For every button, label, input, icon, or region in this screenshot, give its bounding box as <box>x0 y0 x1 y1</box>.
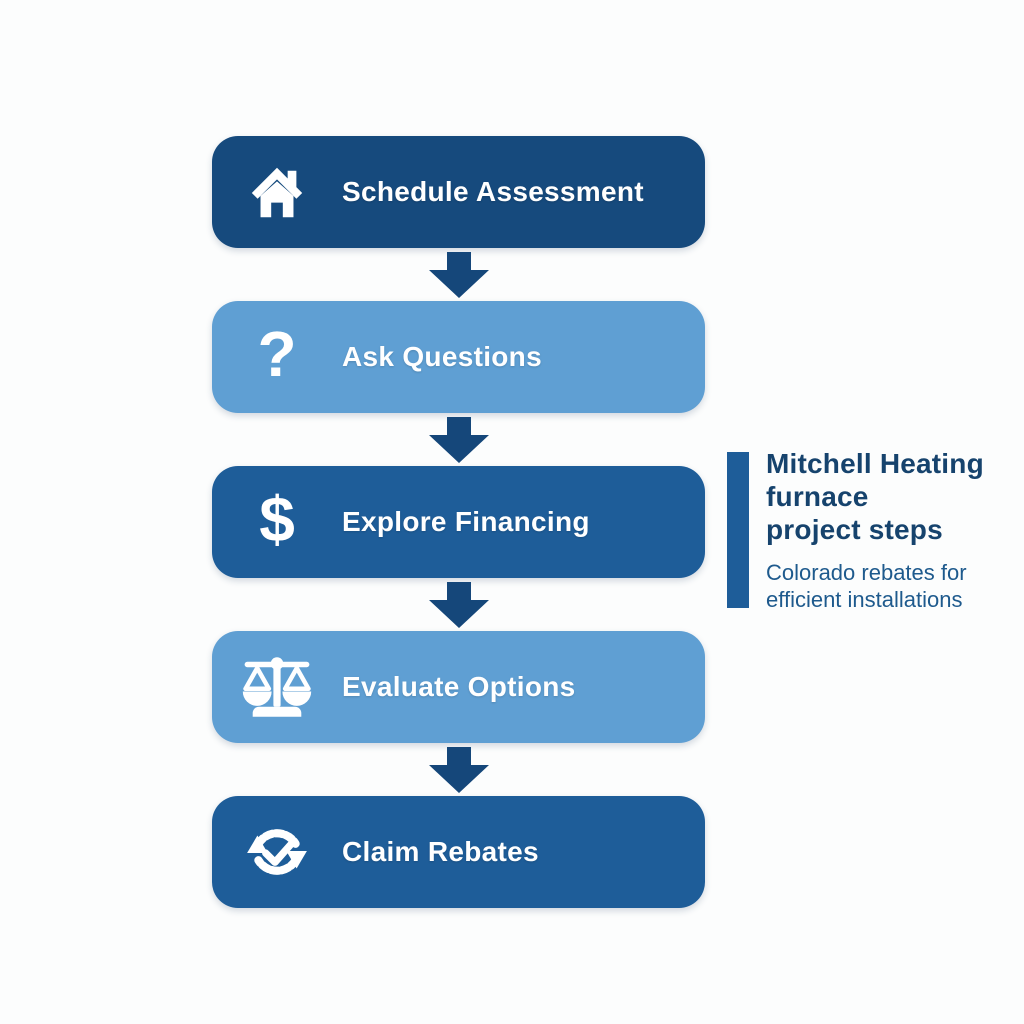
step-evaluate-options: Evaluate Options <box>212 631 705 743</box>
step-explore-financing: $ Explore Financing <box>212 466 705 578</box>
step-label: Ask Questions <box>342 341 542 372</box>
step-label: Claim Rebates <box>342 836 539 867</box>
down-arrow <box>427 743 491 796</box>
legend-accent-bar <box>727 452 749 608</box>
down-arrow <box>427 413 491 466</box>
scales-icon <box>234 637 320 737</box>
down-arrow <box>427 578 491 631</box>
legend-subtitle: Colorado rebates for efficient installat… <box>766 560 967 612</box>
question-mark-icon: ? <box>257 318 297 390</box>
step-schedule-assessment: Schedule Assessment <box>212 136 705 248</box>
step-ask-questions: ? Ask Questions <box>212 301 705 413</box>
process-flow: Schedule Assessment ? Ask Questions $ Ex… <box>212 136 705 908</box>
house-icon <box>234 142 320 242</box>
legend-title: Mitchell Heating furnace project steps <box>766 448 984 545</box>
step-claim-rebates: Claim Rebates <box>212 796 705 908</box>
step-label: Explore Financing <box>342 506 590 537</box>
legend: Mitchell Heating furnace project steps C… <box>766 447 1016 613</box>
step-label: Schedule Assessment <box>342 176 644 207</box>
step-label: Evaluate Options <box>342 671 576 702</box>
down-arrow <box>427 248 491 301</box>
dollar-sign-icon: $ <box>259 483 295 555</box>
badge-check-icon <box>234 802 320 902</box>
